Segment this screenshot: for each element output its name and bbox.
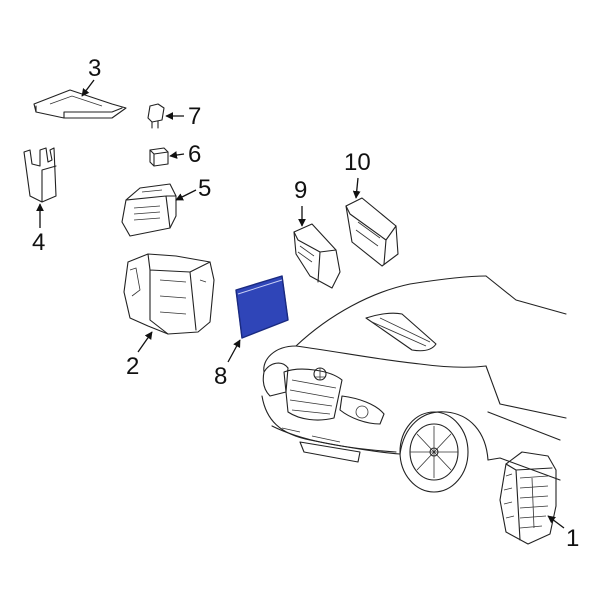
- part-10-control-module[interactable]: [345, 197, 399, 267]
- callout-4: 4: [32, 229, 45, 256]
- part-4-bracket[interactable]: [23, 147, 57, 203]
- callout-2: 2: [126, 353, 139, 380]
- part-1-fuse-relay-block[interactable]: [499, 451, 557, 545]
- part-5-relay-module[interactable]: [121, 183, 177, 237]
- part-9-control-module[interactable]: [293, 223, 341, 289]
- callout-10: 10: [344, 149, 371, 176]
- callout-8: 8: [214, 363, 227, 390]
- callout-1: 1: [566, 525, 579, 552]
- callout-7: 7: [188, 103, 201, 130]
- part-8-control-module[interactable]: [235, 275, 289, 339]
- part-3-fuse-box-cover[interactable]: [33, 89, 127, 119]
- part-2-fuse-box-housing[interactable]: [123, 253, 215, 335]
- callout-5: 5: [198, 175, 211, 202]
- vehicle-front-outline: [261, 275, 567, 493]
- part-6-relay[interactable]: [149, 147, 169, 167]
- callout-3: 3: [88, 55, 101, 82]
- leader-lines: [36, 79, 565, 529]
- part-7-relay[interactable]: [147, 103, 165, 129]
- callout-9: 9: [294, 177, 307, 204]
- callout-6: 6: [188, 141, 201, 168]
